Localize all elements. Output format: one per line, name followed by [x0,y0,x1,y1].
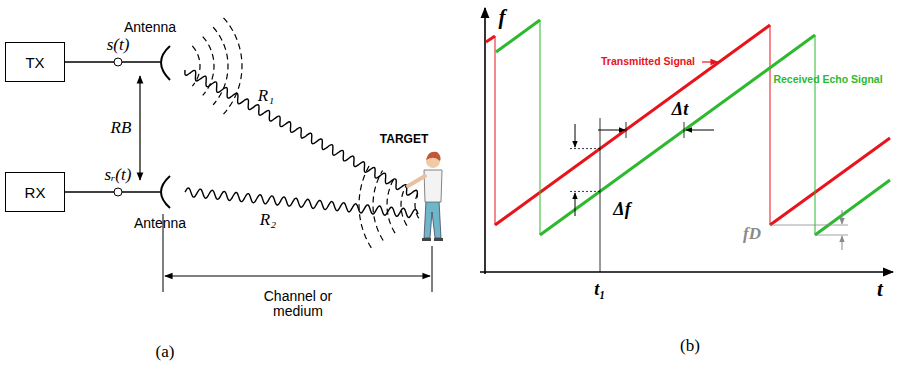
antenna-dish [161,46,170,80]
antenna-dish [161,176,170,208]
range-label: R₂ [260,211,276,230]
antenna-label: Antenna [134,216,186,231]
echo-flyback [815,35,816,235]
signal-legend-label: Transmitted Signal [601,56,695,68]
signal-name: s(t) [107,36,130,55]
target-label: TARGET [380,133,428,146]
person-hair [426,152,441,161]
delta-f-guide [570,148,600,149]
rx-wire [122,191,160,192]
wavefront [373,170,383,240]
fd-guide [815,235,848,236]
delta-f-guide [570,191,600,192]
block-box: TX [5,42,65,82]
transmitted-flyback [495,36,496,225]
transmitted-ramp [486,36,495,42]
person-shoes [422,238,443,241]
wavefront [224,18,242,114]
transmitted-ramp [770,138,890,225]
wave-path-r2 [185,188,418,217]
delta-f-label: Δf [613,200,630,220]
rx-wire [65,191,114,192]
dimension-arrow [165,275,430,276]
baseline-label: RB [111,119,132,138]
y-axis [484,8,486,274]
baseline-arrow [139,76,140,180]
signal-name: sᵣ(t) [105,166,132,185]
terminal [114,58,122,66]
tx-wire [65,61,114,62]
axis-label: t [877,278,883,301]
antenna-label: Antenna [124,20,176,35]
fd-guide [770,225,848,226]
range-label: R₁ [258,87,274,106]
fd-arrow [842,236,843,250]
delay-label: Δt [672,100,688,120]
delta-f-arrow [575,193,576,216]
echo-flyback [540,20,541,235]
person-body [424,170,442,202]
transmitted-ramp [495,25,770,225]
target-person [408,152,443,241]
delta-t-arrow [686,130,714,131]
transmitted-flyback [770,25,771,225]
echo-ramp [815,180,890,235]
channel-label: Channel or medium [248,289,348,320]
wavefront [213,27,228,105]
echo-ramp [540,35,815,235]
delta-t-arrow [598,130,625,131]
panel-label: (a) [156,343,175,362]
person-arm [408,176,425,186]
doppler-label: fD [743,225,761,244]
delta-f-arrow [575,124,576,147]
tx-wire [122,61,160,62]
person-legs [424,200,441,238]
fd-arrow [842,210,843,224]
extension-line [432,246,433,292]
x-axis [480,271,893,273]
axis-label: f [499,6,506,29]
wavefront [387,178,395,233]
wavefront [359,163,371,248]
delta-t-tick [684,122,685,138]
t1-marker [600,118,601,272]
time-label: t₁ [594,280,605,300]
block-label: RX [25,184,46,201]
terminal [114,188,122,196]
signal-legend-label: Received Echo Signal [773,74,882,86]
block-label: TX [25,54,44,71]
panel-label: (b) [680,337,700,356]
callout-arrow [702,61,718,62]
block-box: RX [5,172,65,212]
delta-t-tick [626,122,627,138]
